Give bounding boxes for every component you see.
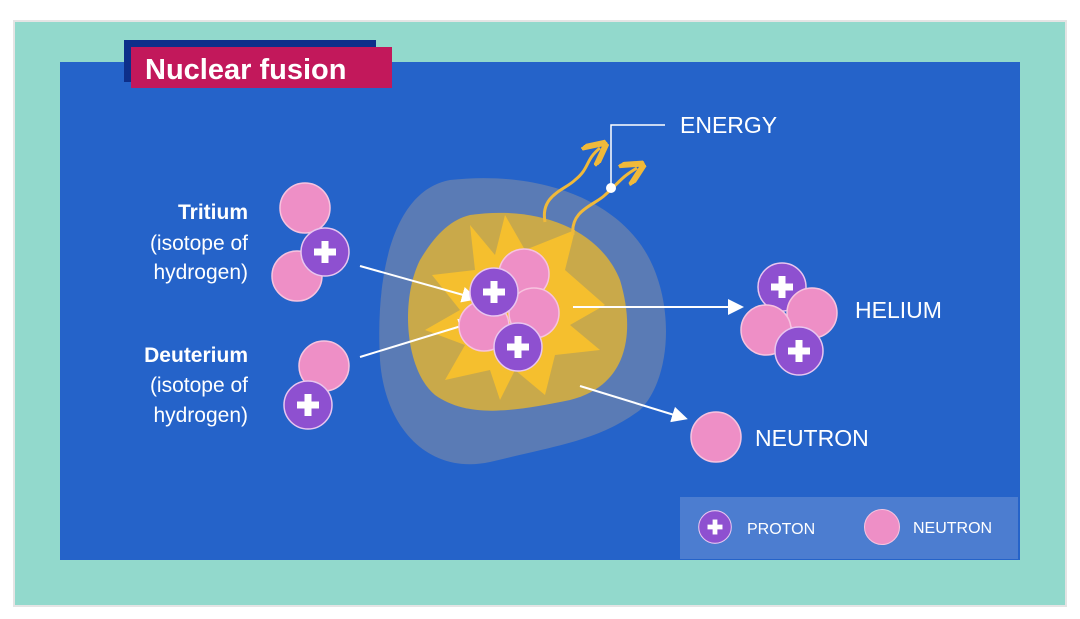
legend-proton-label: PROTON: [747, 521, 815, 538]
title-banner: Nuclear fusion: [124, 40, 392, 88]
arrows: [359, 265, 744, 423]
legend-neutron-label: NEUTRON: [913, 520, 992, 537]
neutron-icon: [863, 508, 901, 546]
deuterium-desc-2: hydrogen): [153, 404, 248, 427]
tritium-label: Tritium: [178, 201, 248, 224]
deuterium-desc-1: (isotope of: [150, 374, 248, 397]
helium-label: HELIUM: [855, 297, 942, 323]
deuterium-label: Deuterium: [144, 344, 248, 367]
energy-waves: [542, 124, 665, 236]
legend: PROTON NEUTRON: [680, 497, 1018, 559]
tritium-desc-2: hydrogen): [153, 261, 248, 284]
energy-label: ENERGY: [680, 112, 777, 138]
tritium-desc-1: (isotope of: [150, 232, 248, 255]
neutron-label: NEUTRON: [755, 425, 869, 451]
title: Nuclear fusion: [145, 54, 346, 86]
free-neutron: [690, 411, 742, 463]
proton-icon: [698, 510, 732, 544]
